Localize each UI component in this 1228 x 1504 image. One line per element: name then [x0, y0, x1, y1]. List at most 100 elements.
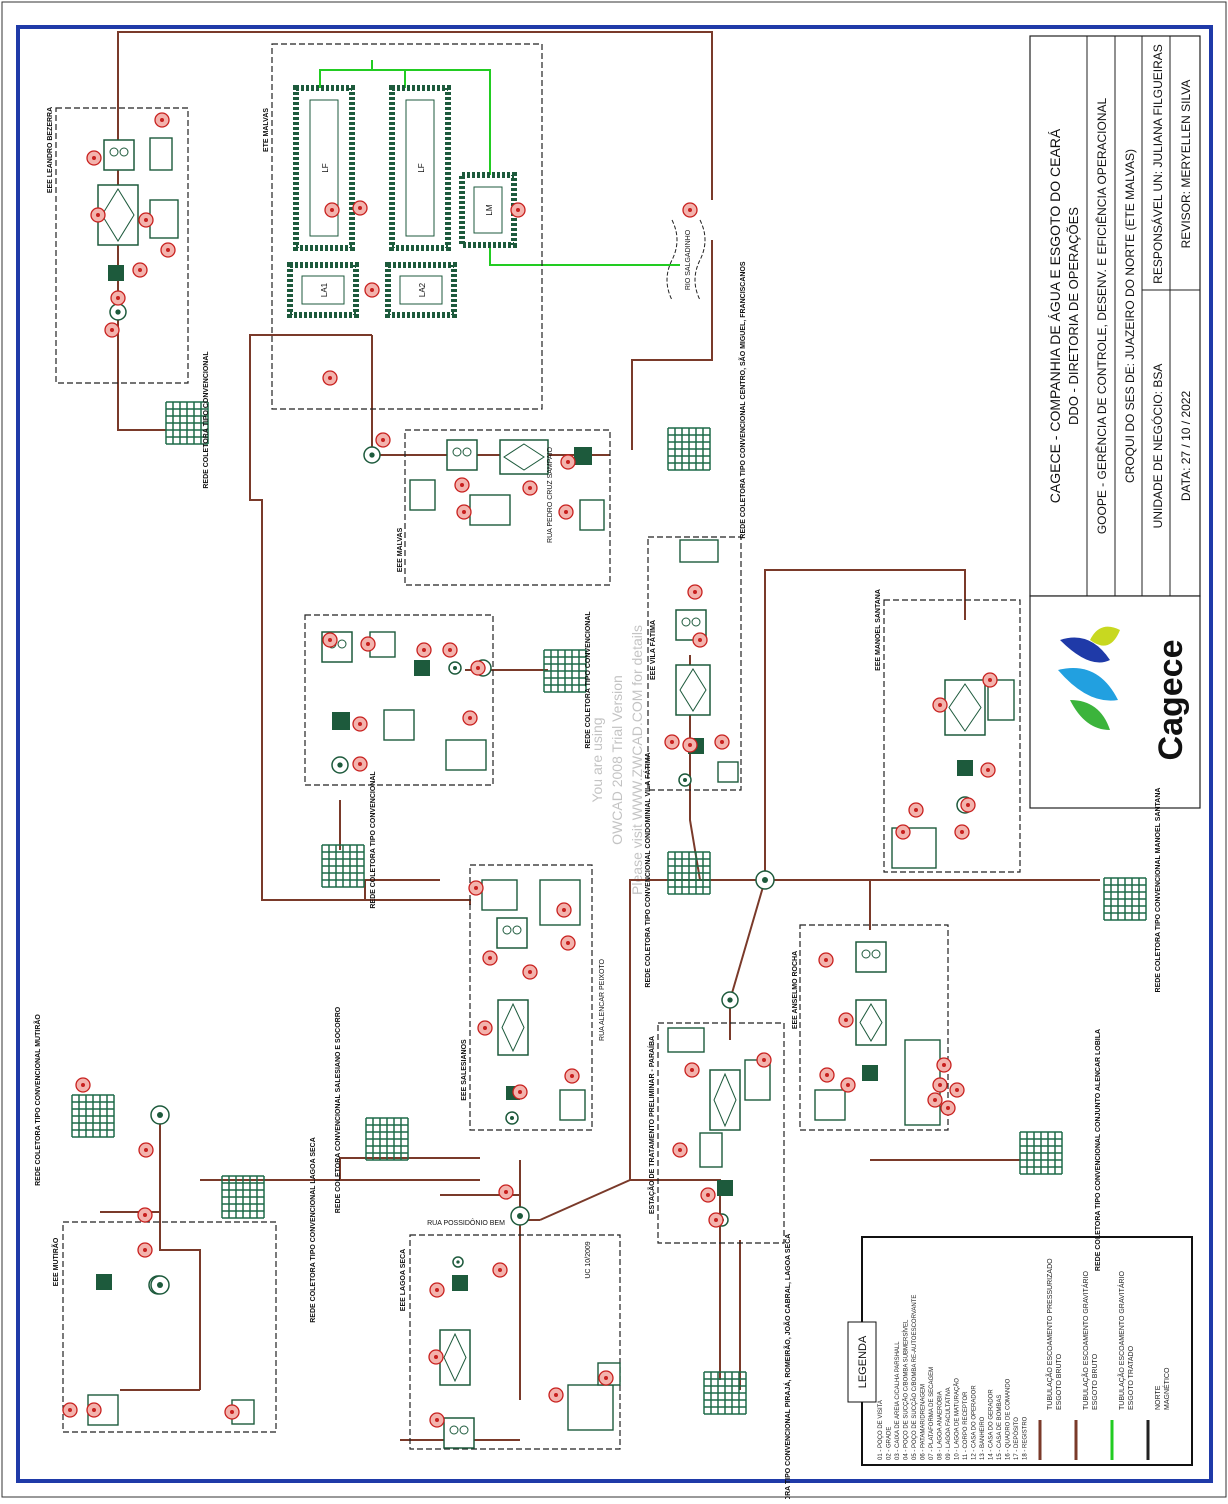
item-marker: [90, 207, 106, 223]
item-marker: [492, 1262, 508, 1278]
inspection-well: [363, 446, 381, 464]
label-ee-salesianos: EEE SALESIANOS: [461, 1039, 468, 1101]
collection-grid: [1103, 877, 1147, 921]
item-marker: [442, 642, 458, 658]
svg-text:LA2: LA2: [418, 282, 427, 297]
label-rede-esq: REDE COLETORA TIPO CONVENCIONAL: [203, 351, 210, 489]
collection-grid: [165, 401, 209, 445]
title-block: CAGECE - COMPANHIA DE ÁGUA E ESGOTO DO C…: [1029, 35, 1201, 597]
svg-text:NORTE: NORTE: [1155, 1385, 1162, 1410]
item-marker: [980, 762, 996, 778]
svg-text:You are using: You are using: [589, 717, 605, 802]
inspection-well: [448, 661, 462, 675]
sump-block: [574, 447, 592, 465]
item-marker: [682, 202, 698, 218]
item-marker: [454, 477, 470, 493]
unit-ete-malvas: [271, 43, 543, 410]
label-ee-anselmo: EEE ANSELMO ROCHA: [792, 951, 799, 1029]
grit-chamber: [439, 1329, 471, 1386]
collection-grid: [703, 1371, 747, 1415]
title-line3: GOOPE - GERÊNCIA DE CONTROLE, DESENV. E …: [1094, 98, 1109, 535]
svg-text:11 - CORPO RECEPTOR: 11 - CORPO RECEPTOR: [963, 1391, 969, 1460]
item-marker: [949, 1082, 965, 1098]
svg-text:TUBULAÇÃO ESCOAMENTO GRAVITÁRI: TUBULAÇÃO ESCOAMENTO GRAVITÁRIO: [1117, 1270, 1126, 1410]
legend-item: 16 - QUADRO DE COMANDO: [1006, 1378, 1012, 1460]
pipe-network: [100, 31, 1100, 1441]
item-marker: [840, 1077, 856, 1093]
grit-chamber: [944, 679, 986, 736]
label-rua-alencar: RUA ALENCAR PEIXOTO: [599, 958, 606, 1041]
svg-text:15 - CASA DE BOMBAS: 15 - CASA DE BOMBAS: [997, 1395, 1003, 1460]
svg-text:ESGOTO BRUTO: ESGOTO BRUTO: [1056, 1353, 1063, 1410]
item-marker: [322, 370, 338, 386]
item-marker: [324, 202, 340, 218]
building: [717, 761, 739, 783]
pump-house: [446, 439, 478, 471]
building: [409, 479, 436, 511]
label-rua-pedro: RUA PEDRO CRUZ SAMPAIO: [547, 446, 554, 542]
legend-item: 11 - CORPO RECEPTOR: [963, 1391, 969, 1460]
svg-text:MAGNÉTICO: MAGNÉTICO: [1162, 1367, 1171, 1410]
building: [699, 1132, 723, 1168]
unit-conv-a: [304, 614, 494, 786]
item-marker: [936, 1057, 952, 1073]
item-marker: [838, 1012, 854, 1028]
item-marker: [477, 1020, 493, 1036]
svg-text:01 - POÇO DE VISITA: 01 - POÇO DE VISITA: [878, 1400, 884, 1460]
item-marker: [75, 1077, 91, 1093]
item-marker: [498, 1184, 514, 1200]
sump-block: [862, 1065, 878, 1081]
label-ete-malvas: ETE MALVAS: [263, 108, 270, 152]
collection-grid: [667, 851, 711, 895]
item-marker: [154, 112, 170, 128]
title-line4: CROQUI DO SES DE: JUAZEIRO DO NORTE (ETE…: [1123, 149, 1137, 483]
item-marker: [482, 950, 498, 966]
item-marker: [982, 672, 998, 688]
legend-item: 04 - POÇO DE SUCÇÃO C/BOMBA SUBMERSÍVEL: [903, 1319, 910, 1460]
legend-item: 14 - CASA DO GERADOR: [989, 1389, 995, 1460]
svg-text:ESGOTO BRUTO: ESGOTO BRUTO: [1092, 1353, 1099, 1410]
item-marker: [62, 1402, 78, 1418]
unit-tratamento: [657, 1022, 785, 1244]
inspection-well: [721, 991, 739, 1009]
unit-manoel-santana: [883, 599, 1021, 873]
legend-item: 09 - LAGOA FACULTATIVA: [946, 1387, 952, 1460]
lagoon-la1: [287, 262, 359, 318]
item-marker: [558, 504, 574, 520]
item-marker: [522, 964, 538, 980]
building: [149, 199, 179, 239]
item-marker: [708, 1212, 724, 1228]
item-marker: [940, 1100, 956, 1116]
item-marker: [510, 202, 526, 218]
building: [539, 879, 581, 926]
svg-text:LM: LM: [485, 204, 494, 215]
svg-text:04 - POÇO DE SUCÇÃO C/BOMBA SU: 04 - POÇO DE SUCÇÃO C/BOMBA SUBMERSÍVEL: [903, 1319, 910, 1460]
sump-block: [414, 660, 430, 676]
trial-watermark: You are using OWCAD 2008 Trial Version P…: [589, 625, 645, 895]
grit-chamber: [709, 1069, 741, 1131]
legend-item: 06 - PATAMAR/DRENAGEM: [921, 1384, 927, 1460]
svg-text:07 - PLATAFORMA DE SECAGEM: 07 - PLATAFORMA DE SECAGEM: [929, 1367, 935, 1460]
pump-house: [496, 917, 528, 949]
svg-text:LF: LF: [321, 163, 330, 172]
inspection-well: [150, 1105, 170, 1125]
item-marker: [462, 710, 478, 726]
drawing-border: [16, 25, 1213, 1483]
svg-text:08 - LAGOA ANAERÓBIA: 08 - LAGOA ANAERÓBIA: [937, 1391, 944, 1460]
label-uc: UC 10/2009: [585, 1241, 592, 1278]
unit-salesianos: [469, 864, 593, 1131]
svg-text:Please visit WWW.ZWCAD.COM for: Please visit WWW.ZWCAD.COM for details: [629, 625, 645, 895]
item-marker: [954, 824, 970, 840]
label-rio: RIO SALGADINHO: [685, 229, 692, 290]
legend-item: 12 - CASA DO OPERADOR: [972, 1385, 978, 1460]
item-marker: [132, 262, 148, 278]
inspection-well: [510, 1206, 530, 1226]
legend-item: 13 - BANHEIRO: [980, 1416, 986, 1460]
item-marker: [352, 756, 368, 772]
legend-item: 03 - CAIXA DE AREIA C/CALHA PARSHALL: [895, 1341, 901, 1460]
label-rede-piraja: REDE COLETORA TIPO CONVENCIONAL PIRAJÁ, …: [783, 1234, 792, 1499]
